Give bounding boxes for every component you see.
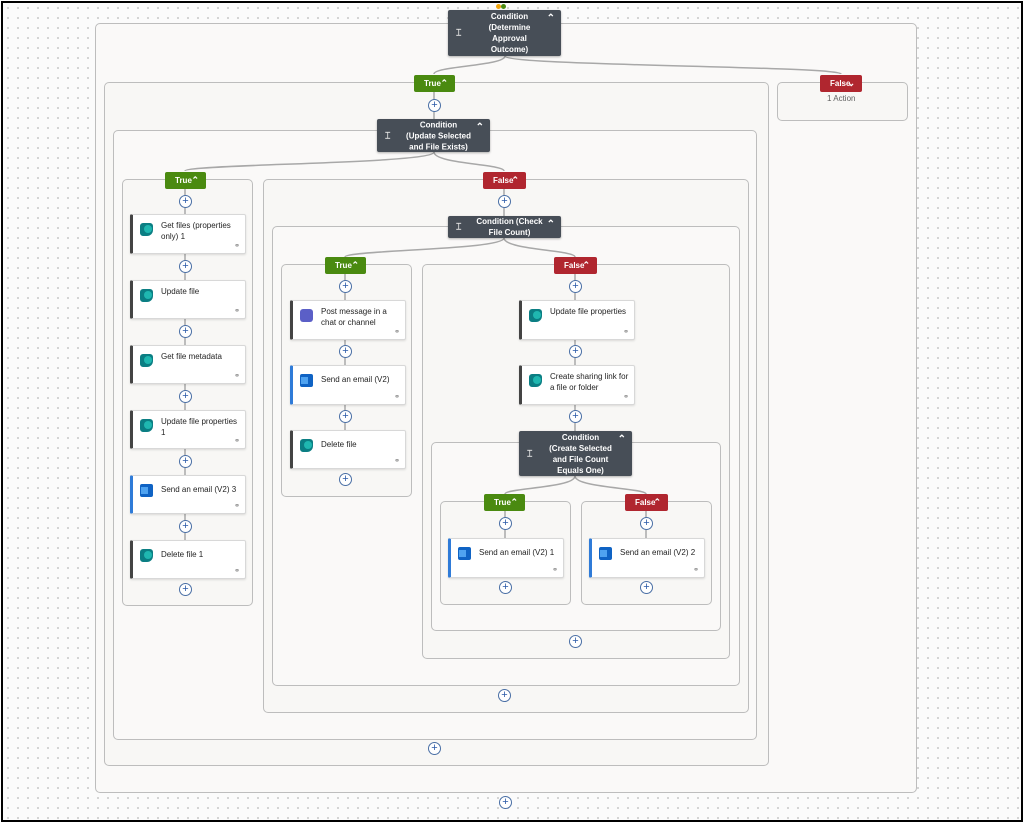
add-step-icon[interactable]: + [498, 195, 511, 208]
action-delete-file[interactable]: Delete file ⚭ [290, 430, 406, 469]
true-branch-badge[interactable]: True⌃ [414, 75, 455, 92]
chevron-up-icon: ⌃ [510, 497, 518, 507]
collapse-chevron-icon[interactable]: ⌃ [475, 122, 484, 133]
sharepoint-icon [529, 374, 542, 387]
collapse-chevron-icon[interactable]: ⌃ [617, 434, 626, 445]
action-delete-file-1[interactable]: Delete file 1 ⚭ [130, 540, 246, 579]
condition-update-selected[interactable]: ⌶ Condition (Update Selected and File Ex… [377, 119, 490, 152]
sharepoint-icon [140, 354, 153, 367]
add-step-icon[interactable]: + [428, 742, 441, 755]
condition-determine-approval[interactable]: ⌶ Condition (Determine Approval Outcome)… [448, 10, 561, 56]
chevron-up-icon: ⌃ [582, 260, 590, 270]
add-step-icon[interactable]: + [179, 390, 192, 403]
condition-create-selected[interactable]: ⌶ Condition (Create Selected and File Co… [519, 431, 632, 476]
link-icon: ⚭ [234, 308, 240, 315]
link-icon: ⚭ [552, 567, 558, 574]
condition-check-file-count[interactable]: ⌶ Condition (Check File Count) ⌃ [448, 216, 561, 238]
outlook-icon [599, 547, 612, 560]
action-update-file-properties-1[interactable]: Update file properties 1 ⚭ [130, 410, 246, 449]
false-branch-badge[interactable]: False⌃ [625, 494, 668, 511]
add-step-icon[interactable]: + [179, 520, 192, 533]
add-step-icon[interactable]: + [428, 99, 441, 112]
add-step-icon[interactable]: + [498, 689, 511, 702]
add-step-icon[interactable]: + [339, 473, 352, 486]
add-step-icon[interactable]: + [499, 796, 512, 809]
add-step-icon[interactable]: + [569, 280, 582, 293]
add-step-icon[interactable]: + [640, 581, 653, 594]
outlook-icon [140, 484, 153, 497]
add-step-icon[interactable]: + [179, 195, 192, 208]
teams-icon [300, 309, 313, 322]
condition-icon: ⌶ [456, 27, 462, 38]
add-step-icon[interactable]: + [499, 581, 512, 594]
link-icon: ⚭ [623, 329, 629, 336]
link-icon: ⚭ [394, 394, 400, 401]
add-step-icon[interactable]: + [179, 260, 192, 273]
chevron-up-icon: ⌃ [351, 260, 359, 270]
link-icon: ⚭ [623, 394, 629, 401]
action-send-email-1[interactable]: Send an email (V2) 1 ⚭ [448, 538, 564, 578]
action-update-file[interactable]: Update file ⚭ [130, 280, 246, 319]
link-icon: ⚭ [394, 458, 400, 465]
sharepoint-icon [300, 439, 313, 452]
action-create-sharing-link[interactable]: Create sharing link for a file or folder… [519, 365, 635, 405]
add-step-icon[interactable]: + [179, 455, 192, 468]
chevron-down-icon: ⌄ [847, 78, 855, 88]
link-icon: ⚭ [234, 243, 240, 250]
sharepoint-icon [529, 309, 542, 322]
chevron-up-icon: ⌃ [191, 175, 199, 185]
add-step-icon[interactable]: + [569, 410, 582, 423]
add-step-icon[interactable]: + [640, 517, 653, 530]
true-branch-badge[interactable]: True⌃ [325, 257, 366, 274]
add-step-icon[interactable]: + [339, 345, 352, 358]
link-icon: ⚭ [693, 567, 699, 574]
add-step-icon[interactable]: + [569, 345, 582, 358]
action-send-email-2[interactable]: Send an email (V2) 2 ⚭ [589, 538, 705, 578]
link-icon: ⚭ [234, 568, 240, 575]
chevron-up-icon: ⌃ [511, 175, 519, 185]
action-post-message[interactable]: Post message in a chat or channel ⚭ [290, 300, 406, 340]
chevron-up-icon: ⌃ [440, 78, 448, 88]
outlook-icon [458, 547, 471, 560]
add-step-icon[interactable]: + [339, 280, 352, 293]
false-branch-badge[interactable]: False⌃ [483, 172, 526, 189]
sharepoint-icon [140, 419, 153, 432]
false-branch-badge[interactable]: False⌄ [820, 75, 862, 92]
add-step-icon[interactable]: + [179, 325, 192, 338]
true-branch-badge[interactable]: True⌃ [165, 172, 206, 189]
add-step-icon[interactable]: + [179, 583, 192, 596]
sharepoint-icon [140, 549, 153, 562]
action-send-email[interactable]: Send an email (V2) ⚭ [290, 365, 406, 405]
collapse-chevron-icon[interactable]: ⌃ [546, 13, 555, 24]
outlook-icon [300, 374, 313, 387]
true-branch-badge[interactable]: True⌃ [484, 494, 525, 511]
link-icon: ⚭ [394, 329, 400, 336]
link-icon: ⚭ [234, 503, 240, 510]
condition-icon: ⌶ [456, 221, 462, 232]
sharepoint-icon [140, 289, 153, 302]
add-step-icon[interactable]: + [499, 517, 512, 530]
add-step-icon[interactable]: + [569, 635, 582, 648]
link-icon: ⚭ [234, 373, 240, 380]
action-get-files[interactable]: Get files (properties only) 1 ⚭ [130, 214, 246, 254]
collapse-chevron-icon[interactable]: ⌃ [546, 219, 555, 230]
sharepoint-icon [140, 223, 153, 236]
chevron-up-icon: ⌃ [653, 497, 661, 507]
add-step-icon[interactable]: + [339, 410, 352, 423]
action-get-file-metadata[interactable]: Get file metadata ⚭ [130, 345, 246, 384]
status-dots [496, 4, 510, 9]
action-update-file-properties[interactable]: Update file properties ⚭ [519, 300, 635, 340]
condition-icon: ⌶ [385, 130, 391, 140]
condition-icon: ⌶ [527, 448, 533, 458]
action-send-email-3[interactable]: Send an email (V2) 3 ⚭ [130, 475, 246, 514]
action-count-label: 1 Action [827, 94, 856, 103]
link-icon: ⚭ [234, 438, 240, 445]
false-branch-badge[interactable]: False⌃ [554, 257, 597, 274]
